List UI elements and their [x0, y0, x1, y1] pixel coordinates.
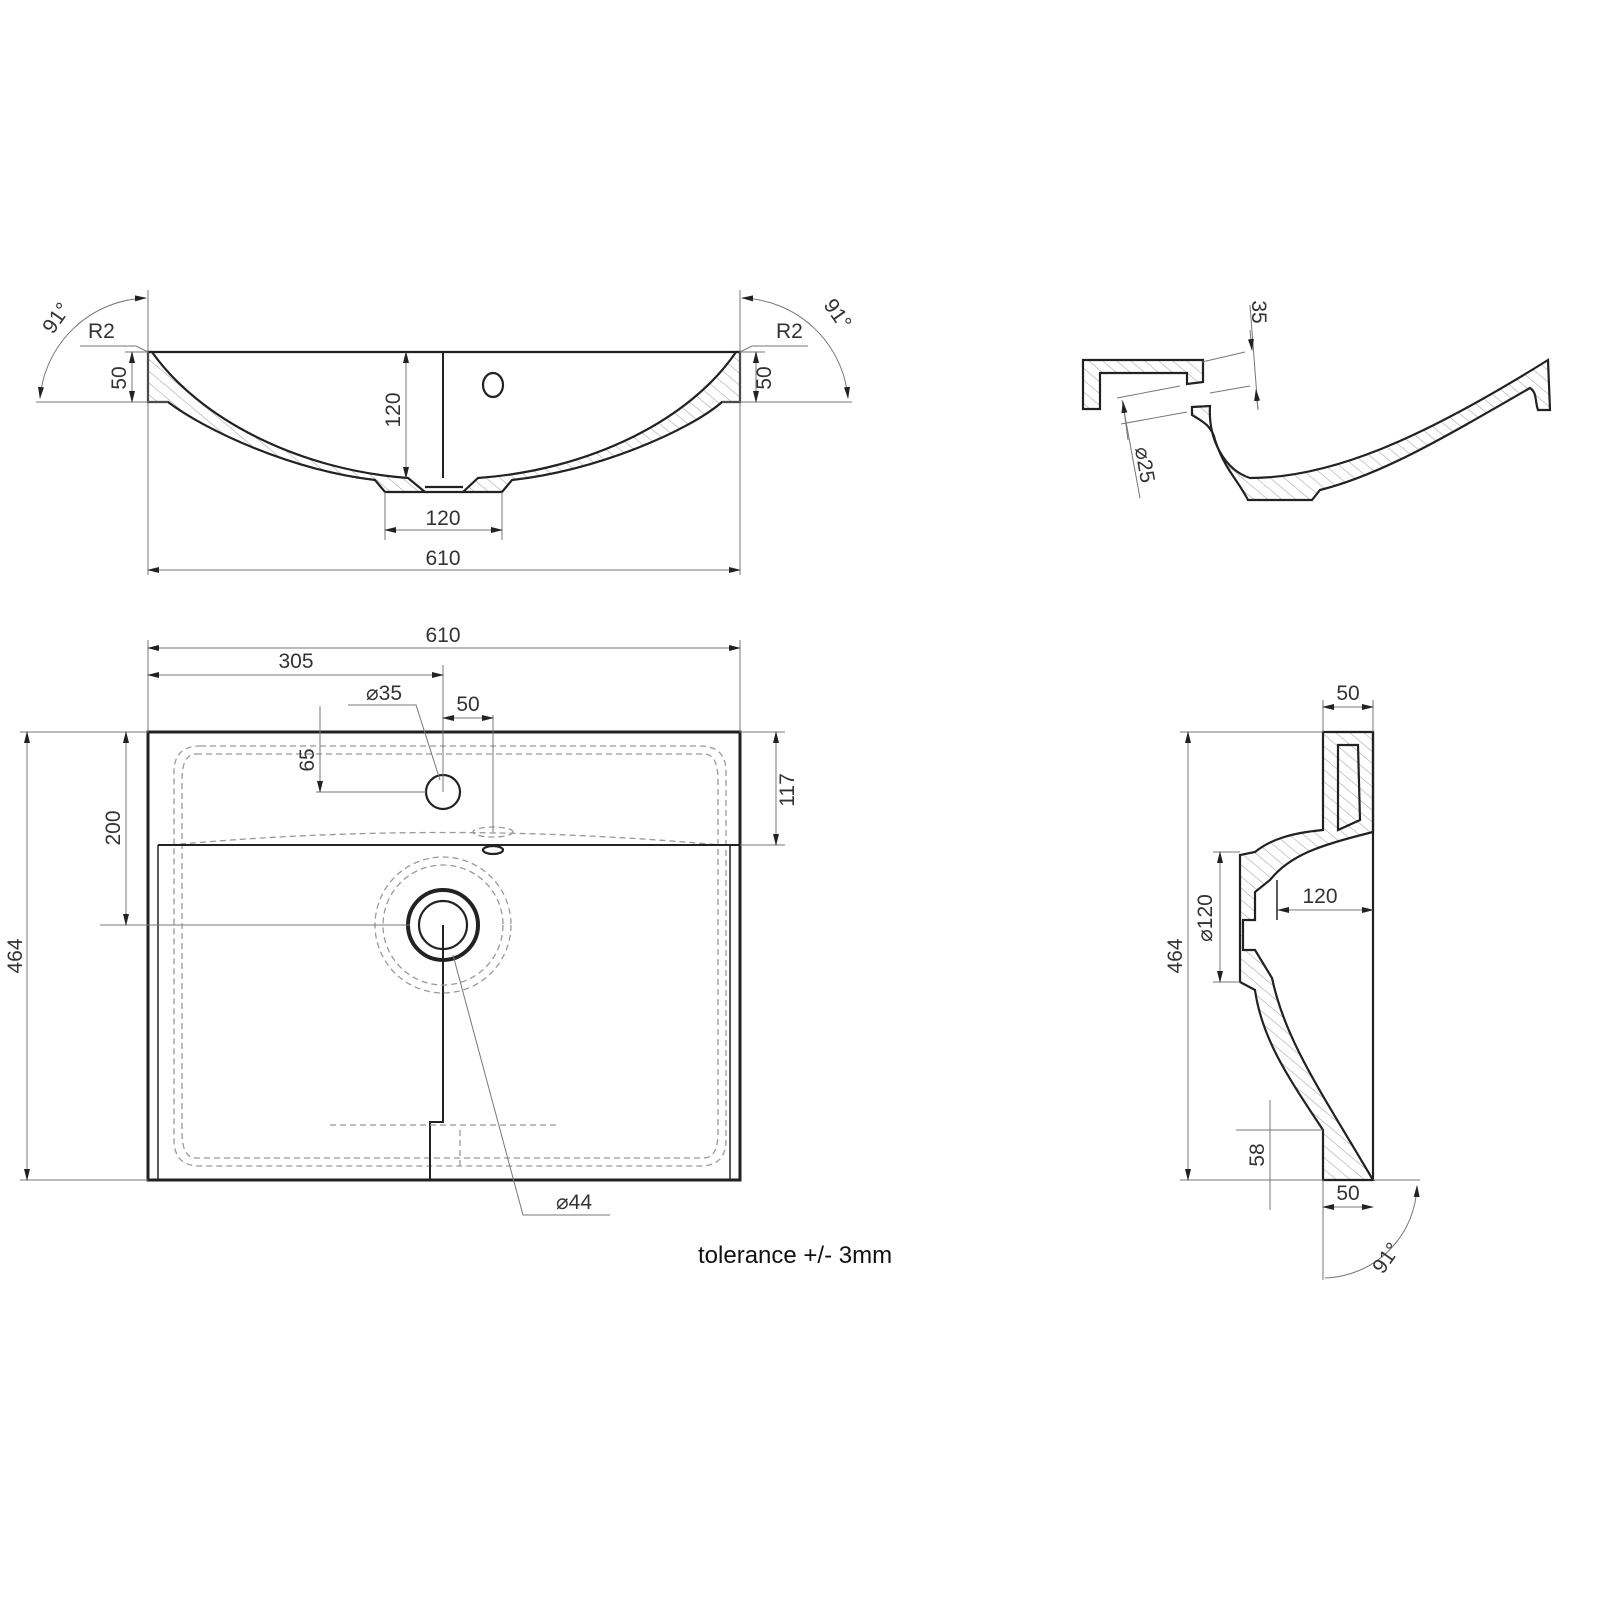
dim-side-drain-diameter: ⌀120 [1194, 894, 1217, 942]
side-angle: 91° [1368, 1239, 1405, 1278]
dim-drain-offset-y: 200 [102, 810, 125, 845]
radius-left: R2 [88, 320, 115, 343]
dim-overflow-gap: 35 [1247, 300, 1270, 323]
dim-tap-offset-x: 305 [278, 650, 313, 673]
front-section-view: 610 120 120 50 50 R2 R2 91° 91° [36, 290, 856, 575]
dim-front-height: 58 [1246, 1143, 1269, 1166]
dim-side-drain-depth: 120 [1302, 885, 1337, 908]
dim-overall-width: 610 [425, 547, 460, 570]
dim-drain-diameter: ⌀44 [556, 1191, 592, 1214]
radius-right: R2 [776, 320, 803, 343]
angle-right: 91° [819, 295, 856, 334]
basin-section-right [460, 350, 742, 494]
dim-plan-depth: 464 [4, 938, 27, 973]
dim-rim-right: 50 [753, 366, 776, 389]
dim-overflow-offset: 50 [456, 693, 479, 716]
overflow-detail-view: 35 ⌀25 [1081, 300, 1552, 502]
tolerance-note: tolerance +/- 3mm [698, 1242, 892, 1269]
dim-rim-left: 50 [108, 366, 131, 389]
dim-tap-offset-y: 65 [296, 748, 319, 771]
tap-hole-icon [481, 371, 505, 399]
plan-view: 610 305 ⌀35 50 65 117 200 464 ⌀44 [4, 624, 799, 1216]
side-section-view: 50 ⌀120 120 464 58 50 91° [1164, 682, 1420, 1280]
dim-overflow-diameter: ⌀25 [1130, 445, 1159, 484]
dim-side-depth: 464 [1164, 938, 1187, 973]
dim-drain-width: 120 [425, 507, 460, 530]
dim-bottom-rim: 50 [1336, 1182, 1359, 1205]
dim-bowl-depth: 120 [382, 392, 405, 427]
dim-top-rim: 50 [1336, 682, 1359, 705]
dim-plan-width: 610 [425, 624, 460, 647]
dim-tap-hole-diameter: ⌀35 [366, 682, 402, 705]
dim-deck-depth: 117 [776, 773, 799, 806]
